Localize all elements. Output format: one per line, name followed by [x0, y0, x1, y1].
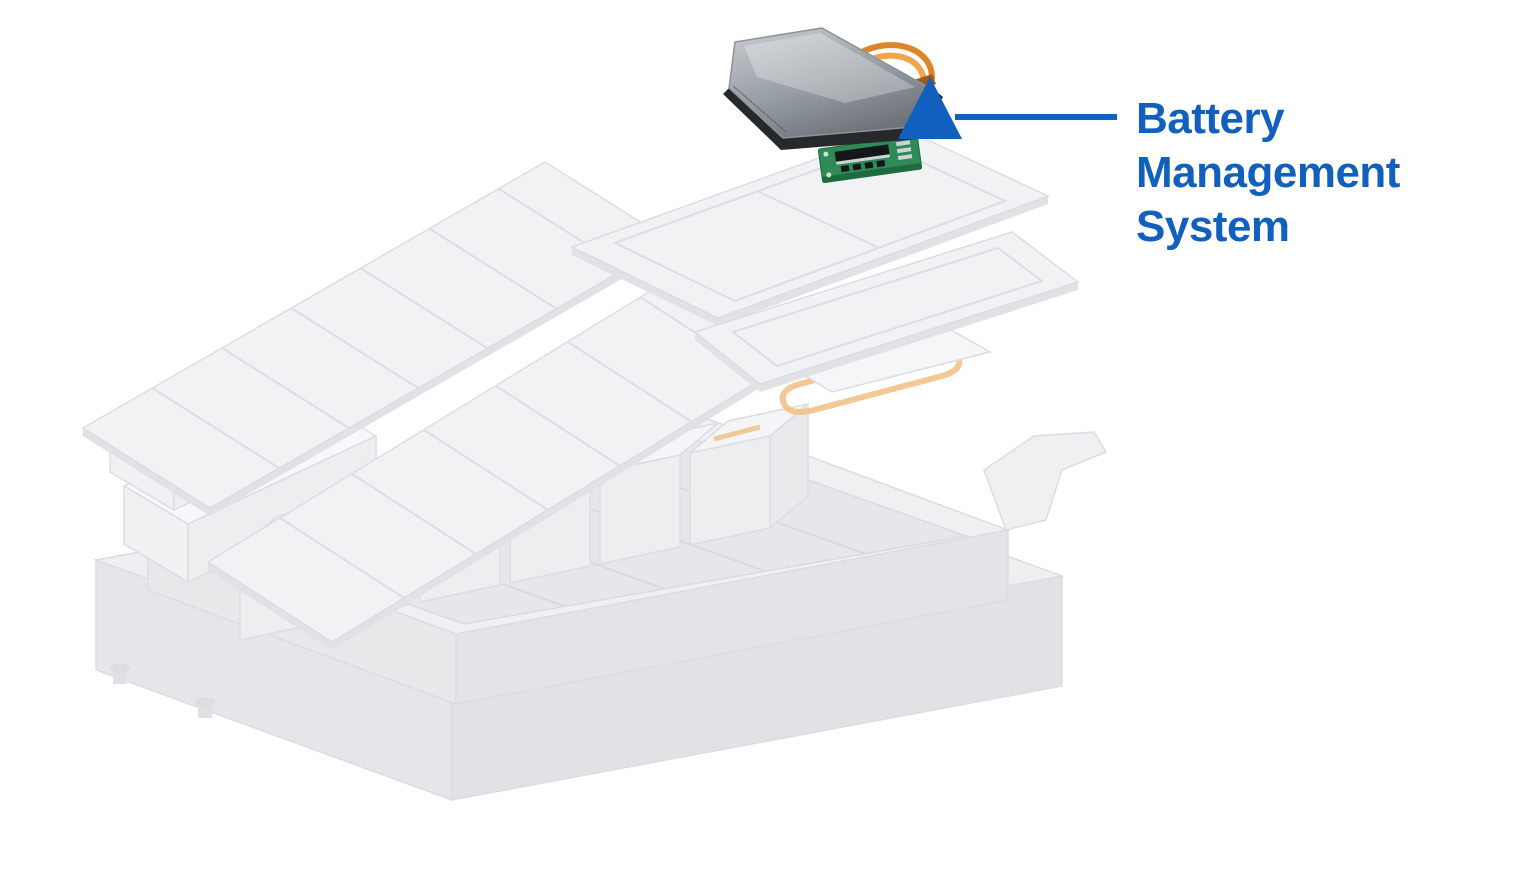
bms-callout-label: Battery Management System — [1136, 94, 1401, 251]
pcb-screw-hole — [826, 172, 832, 178]
pcb-pad — [895, 140, 911, 147]
pcb-board-edge — [822, 163, 922, 183]
module-box — [689, 402, 809, 546]
pcb-pad — [896, 147, 912, 154]
pcb-component — [852, 163, 862, 171]
pcb-component — [864, 161, 874, 169]
bms-enclosure-sheen — [744, 33, 915, 103]
pcb-chip-pins — [836, 154, 890, 165]
bms-unit — [723, 27, 943, 184]
battery-pack-ghost — [81, 127, 1108, 802]
top-cover-right-lower — [693, 231, 1080, 392]
bms-label-line-3: System — [1136, 202, 1290, 251]
callout-arrow-icon — [898, 77, 962, 139]
bms-label-line-2: Management — [1136, 148, 1401, 197]
bms-enclosure-rim — [723, 88, 943, 150]
pcb-pad — [897, 154, 913, 161]
pcb-component — [840, 165, 850, 173]
pcb-screw-hole — [823, 151, 829, 157]
mounting-bolt — [110, 663, 215, 718]
pcb-chip — [834, 144, 890, 162]
callout-line — [955, 114, 1117, 120]
pcb-component — [876, 160, 886, 168]
top-cover-right — [570, 127, 1050, 326]
bms-enclosure-seam — [732, 85, 787, 133]
tray-bracket — [983, 431, 1108, 531]
bms-label-line-1: Battery — [1136, 94, 1285, 143]
